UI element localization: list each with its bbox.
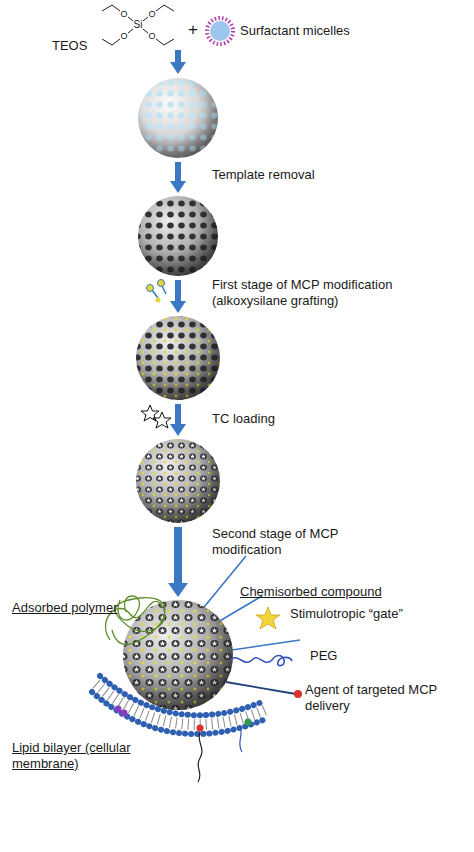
peg-coil	[230, 656, 292, 666]
chemisorbed-chain	[232, 640, 300, 650]
bond	[143, 17, 148, 21]
silane-head	[158, 280, 165, 287]
sphere-shade	[136, 439, 220, 523]
lipid-heads	[100, 676, 262, 715]
sphere-body	[138, 196, 218, 276]
silane-tail	[162, 286, 166, 294]
functional-particle	[105, 556, 302, 710]
drug-icons	[141, 405, 171, 428]
component-label: Agent of targeted MCP delivery	[305, 682, 440, 713]
process-arrow	[170, 162, 186, 193]
lipid-bilayer	[92, 676, 268, 782]
process-arrow	[170, 280, 186, 313]
plus-sign: +	[188, 20, 198, 40]
membrane-chain	[240, 726, 242, 752]
teos-structure	[102, 5, 174, 45]
atom-symbol: O	[148, 31, 155, 42]
component-label: Lipid bilayer (cellular membrane)	[12, 740, 142, 771]
silane-tail	[152, 290, 158, 298]
loaded-pores	[136, 439, 220, 523]
silane-head	[147, 285, 154, 292]
targeting-agent	[294, 690, 302, 698]
grafted-particle	[136, 316, 220, 400]
component-label: Chemisorbed compound	[240, 584, 382, 600]
process-arrow	[170, 50, 186, 74]
step-label: Template removal	[212, 167, 315, 183]
drug-star	[153, 412, 171, 428]
bond	[143, 29, 148, 33]
micelle-heads	[207, 18, 233, 44]
gate-star	[256, 607, 280, 629]
micelle-icon	[207, 18, 233, 44]
reagent-label: Surfactant micelles	[240, 23, 350, 39]
membrane-receptor	[197, 725, 204, 732]
atom-symbol: O	[120, 9, 127, 20]
bond	[128, 29, 133, 33]
loaded-particle	[136, 439, 220, 523]
open-pores	[138, 196, 218, 276]
chemisorbed-chain	[218, 596, 262, 622]
ethyl-chain	[102, 5, 120, 11]
porous-particle	[138, 196, 218, 276]
silane-head	[156, 298, 161, 303]
targeting-linker	[226, 682, 296, 694]
filled-pores	[138, 78, 218, 158]
ethyl-chain	[102, 39, 120, 45]
sphere-shade	[138, 196, 218, 276]
reagent-label: TEOS	[52, 38, 87, 54]
bond	[128, 17, 133, 21]
sphere-body	[136, 439, 220, 523]
ethyl-chain	[156, 39, 174, 45]
membrane-protein	[121, 710, 128, 717]
membrane-protein	[115, 706, 122, 713]
step-label: First stage of MCP modification (alkoxys…	[212, 277, 427, 308]
membrane-receptor	[245, 719, 252, 726]
atom-symbol: O	[120, 31, 127, 42]
alkoxysilane-icons	[147, 280, 167, 303]
process-arrow	[170, 404, 186, 436]
ethyl-chain	[156, 5, 174, 11]
process-arrow	[168, 527, 188, 597]
micelle-core	[210, 21, 230, 41]
sphere-shade	[138, 78, 218, 158]
step-label: TC loading	[212, 411, 275, 427]
grafted-pores	[136, 316, 220, 400]
component-label: PEG	[310, 648, 337, 664]
component-label: Stimulotropic “gate”	[290, 606, 403, 622]
drug-star	[141, 405, 159, 421]
silica-particle	[138, 78, 218, 158]
atom-symbol: O	[148, 9, 155, 20]
step-label: Second stage of MCP modification	[212, 526, 402, 557]
sphere-shade	[136, 316, 220, 400]
atom-symbol: Si	[134, 19, 143, 31]
membrane-chain	[198, 732, 202, 782]
component-label: Adsorbed polymer	[12, 600, 118, 616]
sphere-body	[138, 78, 218, 158]
chemisorbed-chain	[200, 556, 246, 612]
sphere-body	[136, 316, 220, 400]
